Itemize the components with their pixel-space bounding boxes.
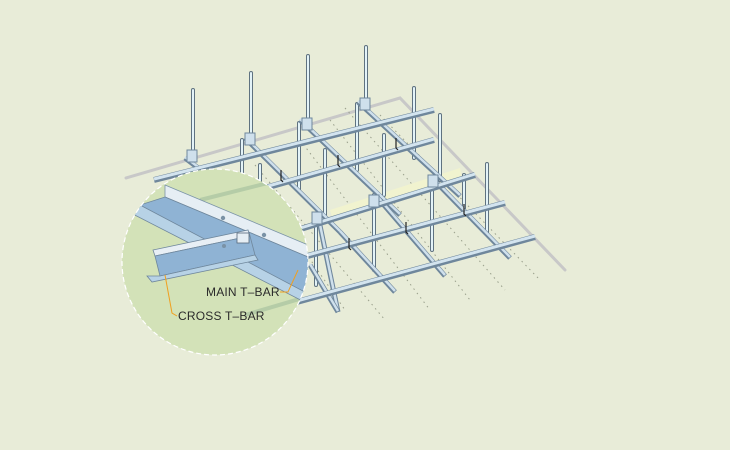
- detail-callout: [121, 168, 309, 356]
- cross-t-bar: [315, 214, 341, 313]
- main-t-bar-label: MAIN T‒BAR: [206, 285, 280, 299]
- wall-angle-perimeter: [124, 96, 567, 272]
- hanger-connectors: [186, 97, 439, 225]
- main-tbar-leader: [280, 269, 299, 293]
- cross-t-bar-label: CROSS T‒BAR: [178, 309, 265, 323]
- main-t-bar: [299, 200, 506, 261]
- cross-t-bar-detail: [146, 229, 259, 283]
- connector-tab: [236, 232, 250, 244]
- callout-border: [121, 168, 309, 356]
- cross-t-bar: [307, 263, 341, 314]
- main-t-bar: [281, 234, 536, 309]
- splice-clips: [280, 138, 467, 251]
- cross-tbar-leader: [164, 274, 178, 317]
- tile-guide-lines: [254, 107, 541, 321]
- main-t-bar: [153, 107, 435, 183]
- leader-lines: [164, 269, 299, 317]
